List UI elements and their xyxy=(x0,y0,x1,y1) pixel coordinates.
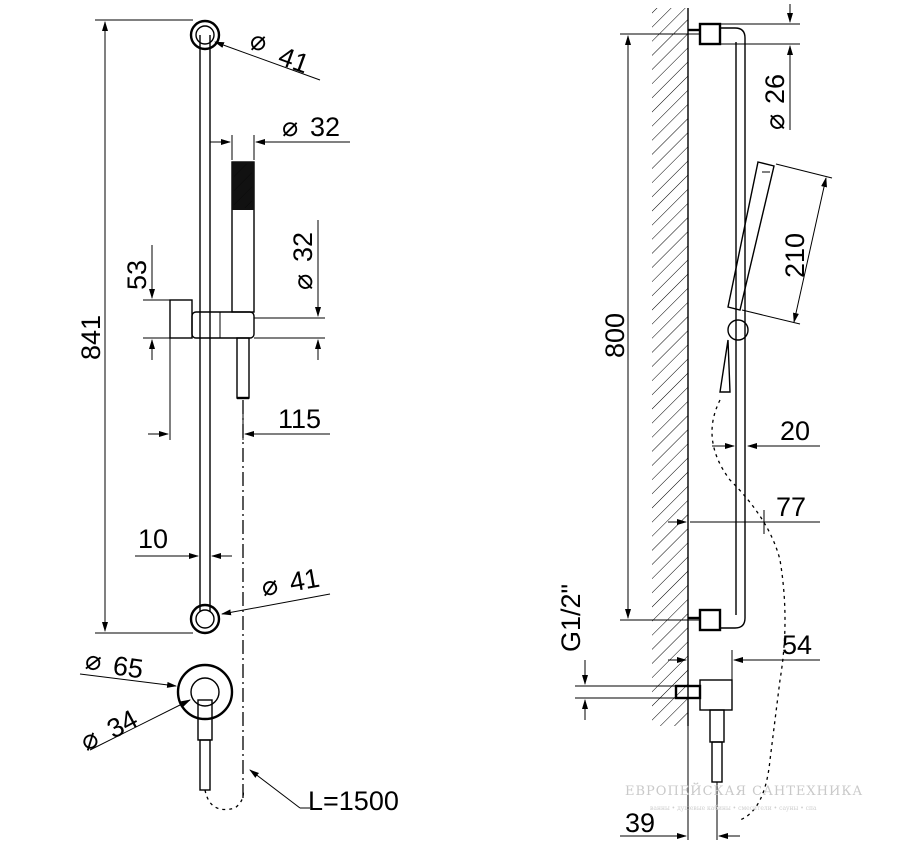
dim-diameter-32-handshower: ⌀ 32 xyxy=(254,220,325,360)
side-hand-shower xyxy=(711,161,786,821)
dim-841-label: 841 xyxy=(76,315,106,360)
dim-diameter-32-bar: ⌀ 32 xyxy=(210,112,350,160)
dim-41-bottom-label: 41 xyxy=(287,563,322,598)
dim-diameter-26: ⌀ 26 xyxy=(720,4,800,130)
thread-size-label: G1/2" xyxy=(556,584,586,652)
diameter-symbol-icon: ⌀ xyxy=(760,114,790,130)
dim-34-label: 34 xyxy=(102,704,143,745)
diameter-symbol-icon: ⌀ xyxy=(259,570,280,602)
bottom-wall-bracket xyxy=(189,603,221,635)
dim-54-label: 54 xyxy=(782,630,812,660)
diameter-symbol-icon: ⌀ xyxy=(288,274,318,290)
diameter-symbol-icon: ⌀ xyxy=(75,723,103,757)
dim-65-label: 65 xyxy=(111,650,145,684)
diameter-symbol-icon: ⌀ xyxy=(282,112,298,142)
dim-10: 10 xyxy=(135,524,232,559)
side-view: ⌀ 26 210 800 20 77 xyxy=(556,4,863,840)
watermark: ЕВРОПЕЙСКАЯ САНТЕХНИКА ванны • душевые к… xyxy=(625,782,863,812)
dim-800: 800 xyxy=(600,33,700,621)
side-slider-knob xyxy=(727,319,749,341)
dim-20-label: 20 xyxy=(780,416,810,446)
dim-20: 20 xyxy=(712,416,820,449)
dim-diameter-65: ⌀ 65 xyxy=(79,645,177,688)
dim-53-label: 53 xyxy=(122,260,152,290)
dim-diameter-41-top: ⌀ 41 xyxy=(214,26,321,81)
hose-length-label: L=1500 xyxy=(308,786,399,816)
dim-77-label: 77 xyxy=(776,492,806,522)
dim-39: 39 xyxy=(620,726,740,840)
dim-26-label: 26 xyxy=(760,74,790,104)
watermark-title: ЕВРОПЕЙСКАЯ САНТЕХНИКА xyxy=(625,782,863,799)
dim-32-handshower-label: 32 xyxy=(288,232,318,262)
diameter-symbol-icon: ⌀ xyxy=(250,26,266,56)
top-wall-bracket xyxy=(189,19,221,51)
watermark-subtitle: ванны • душевые кабины • смесители • сау… xyxy=(650,805,817,812)
dim-diameter-34: ⌀ 34 xyxy=(75,699,191,757)
front-view: 841 ⌀ 41 ⌀ 32 ⌀ 32 xyxy=(75,19,399,816)
dim-53: 53 xyxy=(122,245,170,360)
slide-bar xyxy=(199,35,211,612)
wall-section xyxy=(652,8,689,726)
dim-115-label: 115 xyxy=(278,404,321,434)
dim-10-label: 10 xyxy=(138,524,168,554)
dim-thread: G1/2" xyxy=(556,584,676,720)
dim-54: 54 xyxy=(668,630,820,680)
dim-32-bar-label: 32 xyxy=(310,112,340,142)
side-slide-bar xyxy=(688,22,746,632)
diameter-symbol-icon: ⌀ xyxy=(83,645,103,677)
dim-hose-length: L=1500 xyxy=(249,769,399,816)
wall-outlet xyxy=(176,663,244,811)
dim-841: 841 xyxy=(76,19,193,634)
dim-41-top-label: 41 xyxy=(275,41,313,79)
dim-210-label: 210 xyxy=(780,233,810,278)
dim-77: 77 xyxy=(668,492,820,534)
dim-diameter-41-bottom: ⌀ 41 xyxy=(221,563,331,616)
dim-210: 210 xyxy=(741,163,833,325)
dim-115: 115 xyxy=(148,338,330,440)
hand-shower xyxy=(231,161,255,400)
dim-800-label: 800 xyxy=(600,313,630,358)
dim-39-label: 39 xyxy=(625,808,655,838)
slider-holder xyxy=(169,299,255,339)
